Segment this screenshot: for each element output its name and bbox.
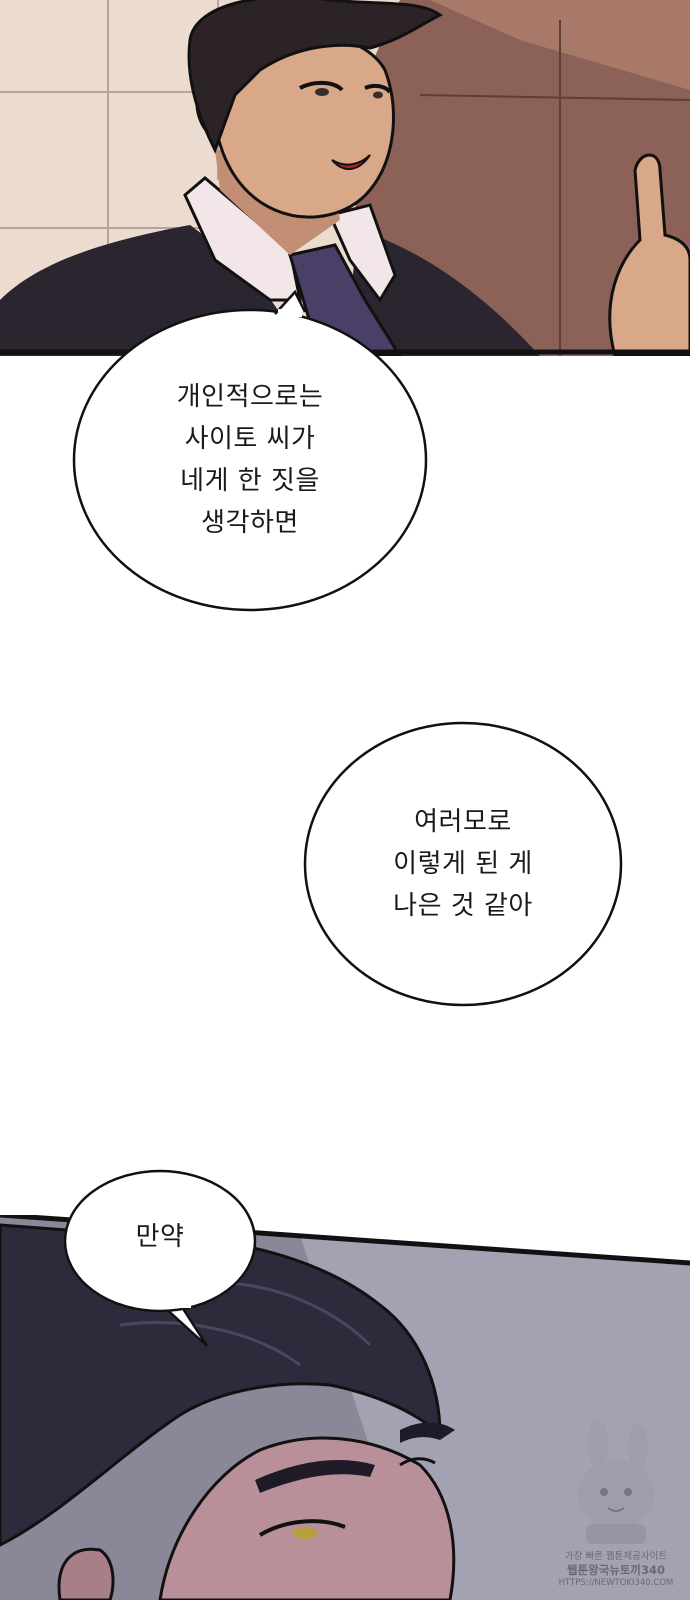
bubble-line: 개인적으로는 — [176, 382, 324, 412]
bubble-line: 이렇게 된 게 — [393, 849, 533, 879]
bubble-line: 나은 것 같아 — [393, 891, 533, 921]
bubble-line: 만약 — [135, 1222, 185, 1252]
bubble-line: 사이토 씨가 — [184, 424, 316, 454]
speech-bubble-3-text: 만약 — [136, 1216, 185, 1258]
bubble-line: 네게 한 짓을 — [180, 466, 320, 496]
watermark-line-2: 웹툰왕국뉴토끼340 — [566, 1563, 666, 1577]
watermark-url: HTTPS://NEWTOKI340.COM — [558, 1578, 674, 1588]
bubble-line: 생각하면 — [201, 508, 299, 538]
rabbit-mascot-logo — [578, 1420, 654, 1544]
bubble-line: 여러모로 — [414, 807, 512, 837]
speech-bubble-2: 여러모로 이렇게 된 게 나은 것 같아 — [302, 720, 624, 1008]
watermark-line-1: 가장 빠른 웹툰제공사이트 — [564, 1551, 668, 1562]
speech-bubble-2-text: 여러모로 이렇게 된 게 나은 것 같아 — [393, 801, 533, 927]
speech-bubble-1-text: 개인적으로는 사이토 씨가 네게 한 짓을 생각하면 — [177, 376, 324, 544]
site-watermark: 가장 빠른 웹툰제공사이트 웹툰왕국뉴토끼340 HTTPS://NEWTOKI… — [546, 1416, 686, 1596]
speech-bubble-1: 개인적으로는 사이토 씨가 네게 한 짓을 생각하면 — [70, 289, 430, 620]
speech-bubble-3: 만약 — [62, 1166, 258, 1347]
